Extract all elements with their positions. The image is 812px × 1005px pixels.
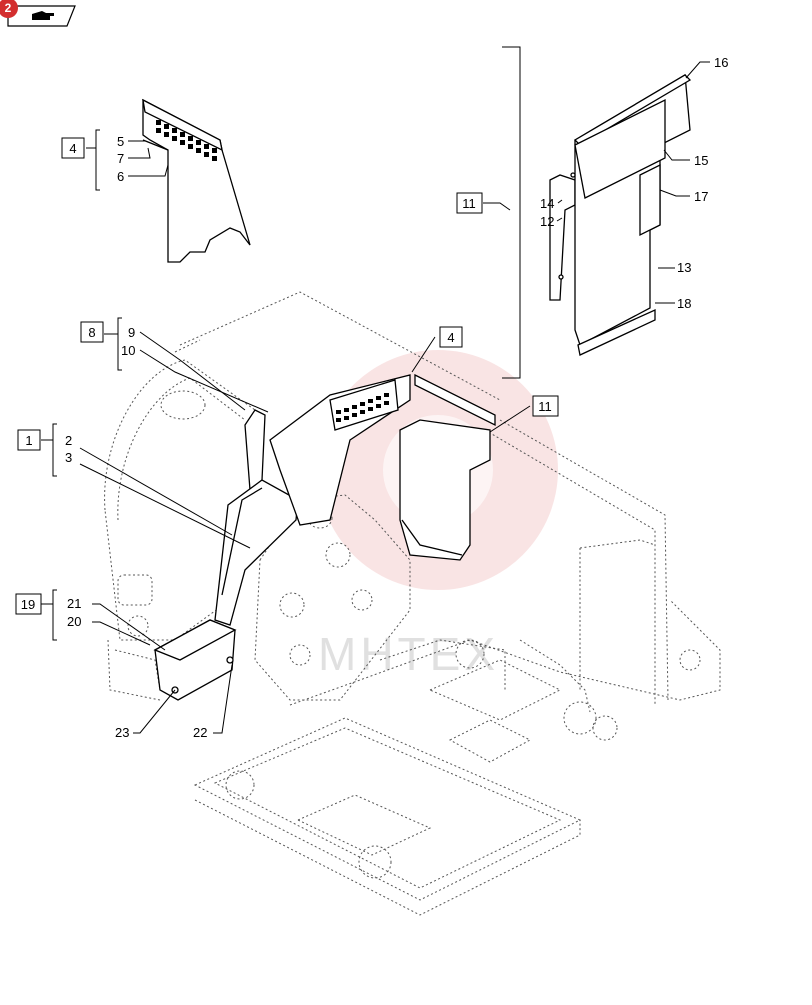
callout-box-19[interactable]: 19 bbox=[15, 593, 42, 615]
label-9: 9 bbox=[128, 325, 135, 340]
page-number-badge: 2 bbox=[0, 0, 18, 18]
label-10: 10 bbox=[121, 343, 135, 358]
label-15: 15 bbox=[694, 153, 708, 168]
cover-part-4-exploded bbox=[142, 98, 251, 263]
callout-11-mid-label: 11 bbox=[538, 399, 552, 414]
callout-11-top-label: 11 bbox=[462, 196, 476, 211]
label-14: 14 bbox=[540, 196, 554, 211]
label-16: 16 bbox=[714, 55, 728, 70]
back-tab-shape bbox=[7, 5, 76, 27]
bracket-part-11-installed bbox=[399, 373, 496, 561]
callout-4-mid-label: 4 bbox=[447, 330, 454, 345]
battery-box-part-19 bbox=[153, 619, 237, 701]
callout-19-label: 19 bbox=[21, 597, 35, 612]
label-20: 20 bbox=[67, 614, 81, 629]
label-12: 12 bbox=[540, 214, 554, 229]
part-2-3-panel bbox=[214, 479, 299, 626]
label-3: 3 bbox=[65, 450, 72, 465]
label-18: 18 bbox=[677, 296, 691, 311]
callout-8-label: 8 bbox=[88, 325, 95, 340]
label-6: 6 bbox=[117, 169, 124, 184]
callout-4-top-label: 4 bbox=[69, 141, 76, 156]
label-17: 17 bbox=[694, 189, 708, 204]
label-22: 22 bbox=[193, 725, 207, 740]
callout-box-4-mid[interactable]: 4 bbox=[439, 326, 463, 348]
label-2: 2 bbox=[65, 433, 72, 448]
chassis-frame bbox=[174, 291, 721, 916]
leader-lines bbox=[41, 46, 710, 734]
label-13: 13 bbox=[677, 260, 691, 275]
callout-1-label: 1 bbox=[25, 433, 32, 448]
hand-pointer-icon bbox=[32, 11, 54, 20]
cover-part-4-installed bbox=[269, 374, 411, 526]
callout-box-8[interactable]: 8 bbox=[80, 321, 104, 343]
back-navigation-button[interactable]: 2 bbox=[0, 0, 76, 28]
callout-box-11-top[interactable]: 11 bbox=[456, 192, 483, 214]
callout-box-11-mid[interactable]: 11 bbox=[532, 395, 559, 417]
callout-box-1[interactable]: 1 bbox=[17, 429, 41, 451]
label-7: 7 bbox=[117, 151, 124, 166]
side-panel-part-9 bbox=[244, 409, 266, 492]
label-23: 23 bbox=[115, 725, 129, 740]
assembly-part-11-exploded bbox=[549, 73, 692, 356]
label-21: 21 bbox=[67, 596, 81, 611]
watermark-text: MHTEX bbox=[318, 628, 499, 680]
callout-box-4-top[interactable]: 4 bbox=[61, 137, 85, 159]
label-5: 5 bbox=[117, 134, 124, 149]
